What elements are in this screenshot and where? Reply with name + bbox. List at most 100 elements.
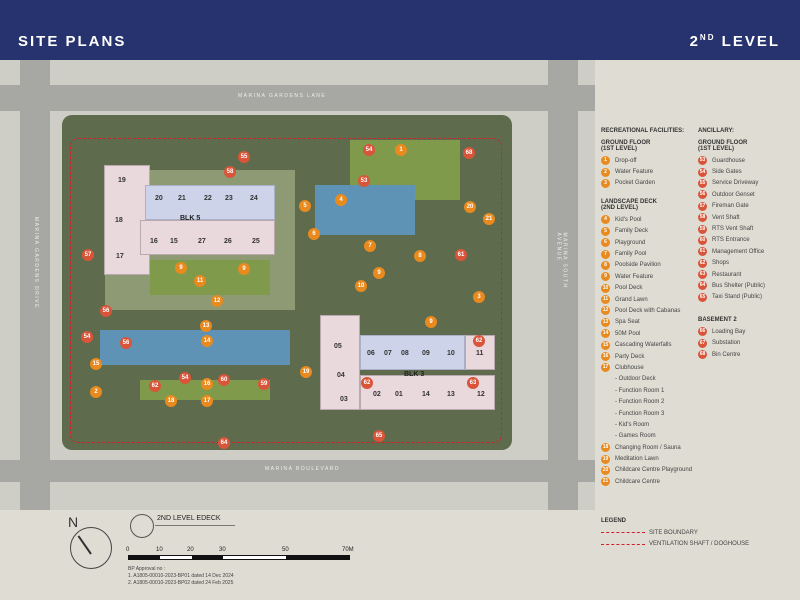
legend-number-badge: 17 (601, 363, 610, 373)
legend-label: Family Deck (615, 228, 649, 235)
map-marker[interactable]: 7 (364, 240, 376, 252)
map-marker[interactable]: 2 (90, 386, 102, 398)
unit-label: 03 (340, 396, 348, 403)
clubhouse-sub-item: - Outdoor Deck (615, 376, 656, 383)
legend-number-badge: 18 (601, 443, 610, 453)
legend-label: Bin Centre (712, 351, 741, 358)
legend-label: Pool Deck with Cabanas (615, 307, 681, 314)
map-marker[interactable]: 53 (358, 175, 370, 187)
map-marker[interactable]: 58 (224, 166, 236, 178)
legend-label: Family Pool (615, 251, 647, 258)
legend-label: Childcare Centre Playground (615, 467, 693, 474)
map-marker[interactable]: 62 (149, 380, 161, 392)
map-marker[interactable]: 54 (363, 144, 375, 156)
map-marker[interactable]: 57 (82, 249, 94, 261)
legend-number-badge: 10 (601, 283, 610, 293)
unit-label: 10 (447, 350, 455, 357)
map-marker[interactable]: 9 (373, 267, 385, 279)
scale-tick-label: 70M (342, 547, 354, 553)
map-marker[interactable]: 61 (455, 249, 467, 261)
legend-item: 56 Outdoor Genset (698, 189, 798, 200)
building (140, 220, 275, 255)
road-right (548, 60, 578, 510)
road-bottom (0, 460, 595, 482)
map-marker[interactable]: 1 (395, 144, 407, 156)
unit-label: 22 (204, 195, 212, 202)
scale-tick-label: 30 (219, 547, 226, 553)
map-marker[interactable]: 6 (308, 228, 320, 240)
legend-label: Kid's Pool (615, 216, 642, 223)
map-marker[interactable]: 4 (335, 194, 347, 206)
map-marker[interactable]: 60 (218, 374, 230, 386)
map-marker[interactable]: 17 (201, 395, 213, 407)
map-marker[interactable]: 55 (238, 151, 250, 163)
road-top (0, 85, 595, 111)
legend-label: Childcare Centre (615, 478, 661, 485)
map-marker[interactable]: 3 (473, 291, 485, 303)
building (145, 185, 275, 220)
map-marker[interactable]: 15 (90, 358, 102, 370)
map-marker[interactable]: 64 (218, 437, 230, 449)
map-marker[interactable]: 16 (201, 378, 213, 390)
map-marker[interactable]: 9 (238, 263, 250, 275)
unit-label: 27 (198, 238, 206, 245)
map-marker[interactable]: 62 (361, 377, 373, 389)
map-marker[interactable]: 63 (467, 377, 479, 389)
map-marker[interactable]: 54 (179, 372, 191, 384)
map-marker[interactable]: 65 (373, 430, 385, 442)
map-marker[interactable]: 56 (100, 305, 112, 317)
unit-label: 26 (224, 238, 232, 245)
unit-label: 02 (373, 391, 381, 398)
legend-number-badge: 11 (601, 295, 610, 305)
legend-label: Playground (615, 239, 646, 246)
legend-number-badge: 63 (698, 270, 707, 280)
map-marker[interactable]: 18 (165, 395, 177, 407)
map-marker[interactable]: 8 (414, 250, 426, 262)
legend-item: 12 Pool Deck with Cabanas (601, 305, 696, 316)
legend-label: Outdoor Genset (712, 191, 755, 198)
map-marker[interactable]: 20 (464, 201, 476, 213)
map-marker[interactable]: 11 (194, 275, 206, 287)
legend-label: Grand Lawn (615, 296, 648, 303)
legend-number-badge: 16 (601, 352, 610, 362)
road-label: MARINA GARDENS LANE (238, 93, 327, 99)
legend-number-badge: 3 (601, 178, 610, 188)
header-bar: SITE PLANS 2ND LEVEL (0, 0, 800, 60)
map-marker[interactable]: 68 (463, 147, 475, 159)
key-plan-icon (130, 514, 154, 538)
legend-label: Fireman Gate (712, 203, 749, 210)
legend-number-badge: 20 (601, 465, 610, 475)
legend-item: 20 Childcare Centre Playground (601, 465, 696, 476)
road-label: MARINA SOUTH AVENUE (555, 232, 568, 289)
map-marker[interactable]: 59 (258, 378, 270, 390)
map-marker[interactable]: 21 (483, 213, 495, 225)
legend-label: Poolside Pavilion (615, 262, 661, 269)
legend-label: Guardhouse (712, 157, 746, 164)
map-marker[interactable]: 54 (81, 331, 93, 343)
legend-label: Changing Room / Sauna (615, 444, 681, 451)
scale-tick-label: 50 (282, 547, 289, 553)
legend-number-badge: 6 (601, 238, 610, 248)
map-marker[interactable]: 56 (120, 337, 132, 349)
map-marker[interactable]: 9 (425, 316, 437, 328)
map-marker[interactable]: 14 (201, 335, 213, 347)
map-marker[interactable]: 5 (299, 200, 311, 212)
map-marker[interactable]: 62 (473, 335, 485, 347)
map-marker[interactable]: 13 (200, 320, 212, 332)
map-marker[interactable]: 10 (355, 280, 367, 292)
legend-number-badge: 56 (698, 190, 707, 200)
map-marker[interactable]: 12 (211, 295, 223, 307)
map-marker[interactable]: 19 (300, 366, 312, 378)
map-marker[interactable]: 9 (175, 262, 187, 274)
unit-label: 15 (170, 238, 178, 245)
legend-number-badge: 12 (601, 306, 610, 316)
north-arrow-icon (70, 527, 112, 569)
legend-number-badge: 15 (601, 340, 610, 350)
